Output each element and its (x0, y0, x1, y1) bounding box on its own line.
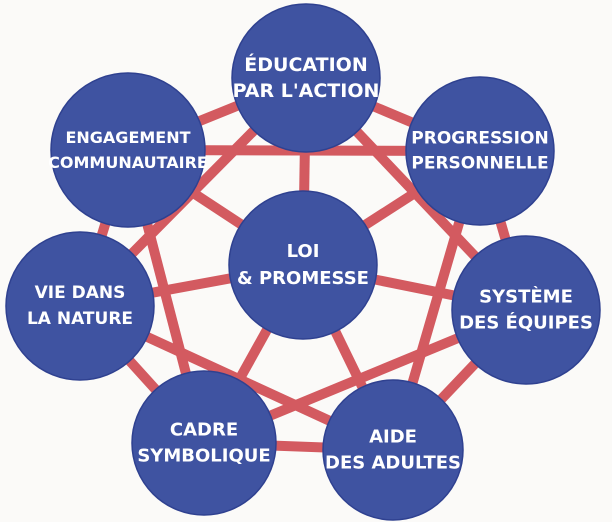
node-circle-systeme (451, 235, 601, 385)
method-elements: ÉDUCATION PAR L'ACTION PROGRESSION PERSONNE… (5, 3, 601, 521)
node-label-loi-line-2: & PROMESSE (237, 268, 369, 289)
node-loi: LOI & PROMESSE (228, 190, 378, 340)
node-label-progression-line-1: PROGRESSION (411, 129, 548, 149)
node-label-vie-line-2: LA NATURE (27, 309, 133, 329)
node-label-cadre-line-1: CADRE (170, 420, 238, 441)
node-label-loi-line-1: LOI (287, 241, 320, 262)
node-vie: VIE DANS LA NATURE (5, 231, 155, 381)
node-progression: PROGRESSION PERSONNELLE (405, 76, 555, 226)
node-circle-engagement (50, 72, 206, 228)
node-aide: AIDE DES ADULTES (322, 379, 464, 521)
node-label-education-line-2: PAR L'ACTION (233, 80, 380, 102)
node-label-education-line-1: ÉDUCATION (244, 53, 367, 76)
node-label-cadre-line-2: SYMBOLIQUE (137, 446, 270, 467)
node-circle-progression (405, 76, 555, 226)
node-engagement: ENGAGEMENT COMMUNAUTAIRE (48, 72, 208, 228)
node-label-aide-line-2: DES ADULTES (325, 453, 461, 474)
node-label-engagement-line-1: ENGAGEMENT (65, 128, 190, 147)
node-systeme: SYSTÈME DES ÉQUIPES (451, 235, 601, 385)
node-education: ÉDUCATION PAR L'ACTION (231, 3, 381, 153)
node-circle-loi (228, 190, 378, 340)
node-label-engagement-line-2: COMMUNAUTAIRE (48, 153, 208, 172)
node-circle-vie (5, 231, 155, 381)
node-circle-aide (322, 379, 464, 521)
node-circle-cadre (131, 370, 277, 516)
node-cadre: CADRE SYMBOLIQUE (131, 370, 277, 516)
node-label-systeme-line-2: DES ÉQUIPES (459, 312, 593, 334)
node-label-systeme-line-1: SYSTÈME (479, 286, 573, 308)
node-label-progression-line-2: PERSONNELLE (411, 154, 548, 174)
node-circle-education (231, 3, 381, 153)
node-label-aide-line-1: AIDE (369, 427, 417, 448)
node-label-vie-line-1: VIE DANS (35, 283, 126, 303)
